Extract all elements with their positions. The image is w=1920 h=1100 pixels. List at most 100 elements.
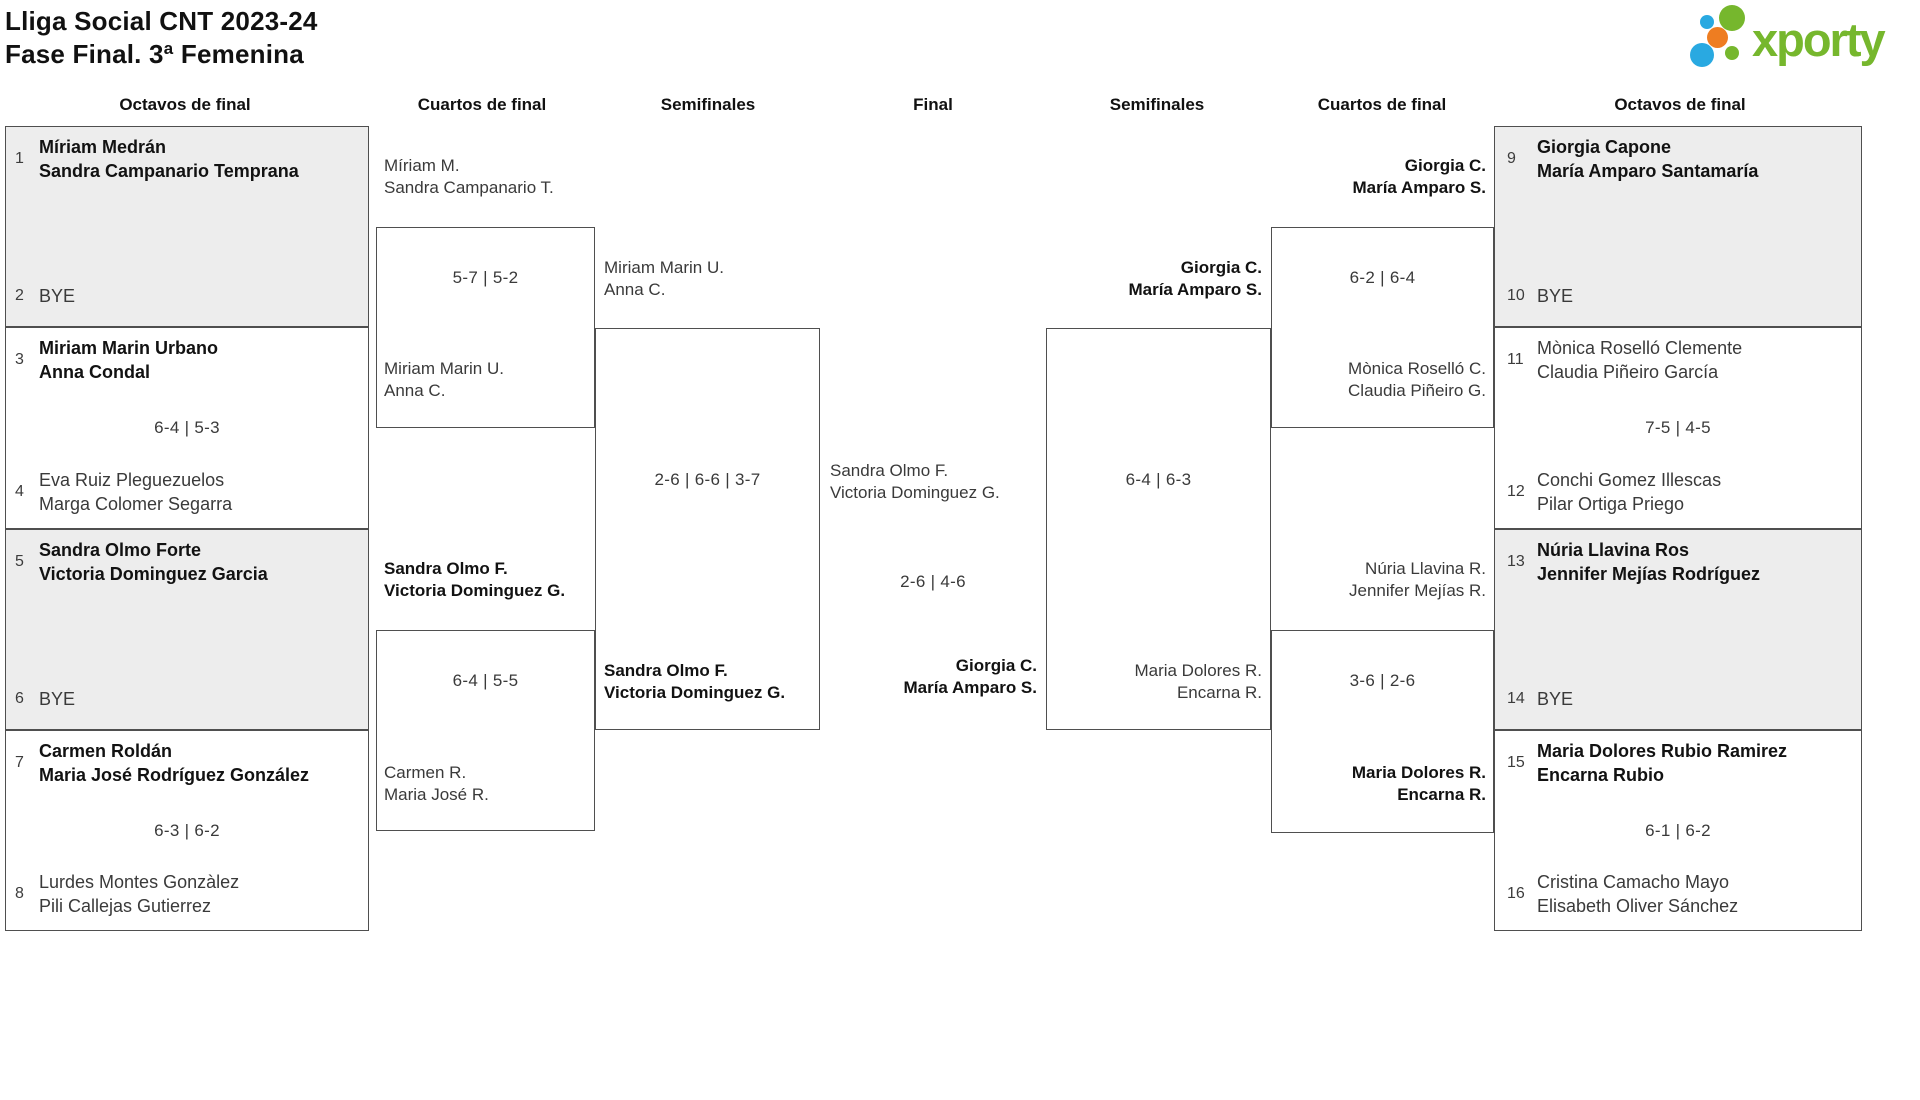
player-name: Mònica Roselló Clemente (1537, 338, 1743, 358)
team-names: Maria Dolores Rubio Ramirez Encarna Rubi… (1537, 739, 1787, 787)
team-names: Míriam Medrán Sandra Campanario Temprana (39, 135, 299, 183)
match-box-qf-left-2 (376, 630, 595, 831)
player-name: Sandra Campanario T. (384, 178, 554, 197)
team-names: Carmen Roldán Maria José Rodríguez Gonzá… (39, 739, 309, 787)
team-names: Cristina Camacho Mayo Elisabeth Oliver S… (1537, 870, 1738, 918)
team-row: 14 BYE (1503, 687, 1857, 711)
player-name: Encarna Rubio (1537, 765, 1665, 785)
team-row: 4 Eva Ruiz Pleguezuelos Marga Colomer Se… (11, 468, 364, 516)
logo-dot-icon (1719, 5, 1745, 31)
team-label: Mònica Roselló C. Claudia Piñeiro G. (1246, 358, 1486, 402)
team-names: Giorgia Capone María Amparo Santamaría (1537, 135, 1758, 183)
seed-number: 13 (1507, 553, 1525, 570)
player-name: Anna C. (604, 280, 666, 299)
match-score: 6-4 | 5-5 (452, 671, 519, 690)
team-names: BYE (39, 687, 75, 711)
player-name: María Amparo S. (1352, 178, 1486, 197)
team-label: Míriam M. Sandra Campanario T. (384, 155, 554, 199)
match-box-r16-11v12: 11 Mònica Roselló Clemente Claudia Piñei… (1494, 327, 1862, 529)
round-header-semis-left: Semifinales (660, 95, 756, 114)
team-names: Núria Llavina Ros Jennifer Mejías Rodríg… (1537, 538, 1760, 586)
player-name: Marga Colomer Segarra (39, 494, 233, 514)
team-label: Sandra Olmo F. Victoria Dominguez G. (384, 558, 565, 602)
player-name: Maria Dolores R. (1351, 763, 1486, 782)
team-row: 2 BYE (11, 284, 364, 308)
match-box-sf-left (595, 328, 820, 730)
player-name: Carmen Roldán (39, 741, 173, 761)
match-box-r16-13v14: 13 Núria Llavina Ros Jennifer Mejías Rod… (1494, 529, 1862, 730)
player-name: Claudia Piñeiro G. (1348, 381, 1486, 400)
round-header-octavos-right: Octavos de final (1614, 95, 1746, 114)
page-title-line1: Lliga Social CNT 2023-24 (5, 6, 318, 36)
team-label: Giorgia C. María Amparo S. (1022, 257, 1262, 301)
finalist-label-left: Sandra Olmo F. Victoria Dominguez G. (830, 460, 1000, 504)
team-names: Eva Ruiz Pleguezuelos Marga Colomer Sega… (39, 468, 232, 516)
page-title: Lliga Social CNT 2023-24 Fase Final. 3ª … (5, 5, 318, 71)
team-row: 1 Míriam Medrán Sandra Campanario Tempra… (11, 135, 364, 183)
match-score: 2-6 | 6-6 | 3-7 (654, 470, 761, 489)
player-name: BYE (1537, 286, 1574, 306)
team-row: 15 Maria Dolores Rubio Ramirez Encarna R… (1503, 739, 1857, 787)
seed-number: 9 (1507, 150, 1516, 167)
player-name: Núria Llavina R. (1365, 559, 1486, 578)
match-box-r16-7v8: 7 Carmen Roldán Maria José Rodríguez Gon… (5, 730, 369, 931)
match-box-r16-1v2: 1 Míriam Medrán Sandra Campanario Tempra… (5, 126, 369, 327)
team-row: 13 Núria Llavina Ros Jennifer Mejías Rod… (1503, 538, 1857, 586)
player-name: Giorgia C. (1404, 156, 1486, 175)
team-names: BYE (39, 284, 75, 308)
team-names: Mònica Roselló Clemente Claudia Piñeiro … (1537, 336, 1742, 384)
team-names: Sandra Olmo Forte Victoria Dominguez Gar… (39, 538, 268, 586)
player-name: Conchi Gomez Illescas (1537, 470, 1722, 490)
team-row: 3 Miriam Marin Urbano Anna Condal (11, 336, 364, 384)
player-name: Victoria Dominguez Garcia (39, 564, 268, 584)
team-names: Conchi Gomez Illescas Pilar Ortiga Prieg… (1537, 468, 1721, 516)
match-score: 6-2 | 6-4 (1349, 268, 1416, 287)
player-name: Giorgia C. (1180, 258, 1262, 277)
team-label: Sandra Olmo F. Victoria Dominguez G. (604, 660, 785, 704)
team-label: Maria Dolores R. Encarna R. (1022, 660, 1262, 704)
team-row: 12 Conchi Gomez Illescas Pilar Ortiga Pr… (1503, 468, 1857, 516)
match-box-r16-15v16: 15 Maria Dolores Rubio Ramirez Encarna R… (1494, 730, 1862, 931)
team-row: 9 Giorgia Capone María Amparo Santamaría (1503, 135, 1857, 183)
seed-number: 3 (15, 351, 24, 368)
player-name: Sandra Olmo Forte (39, 540, 202, 560)
player-name: Sandra Campanario Temprana (39, 161, 299, 181)
team-row: 6 BYE (11, 687, 364, 711)
player-name: Anna C. (384, 381, 446, 400)
player-name: Maria Dolores R. (1134, 661, 1262, 680)
team-row: 5 Sandra Olmo Forte Victoria Dominguez G… (11, 538, 364, 586)
team-row: 16 Cristina Camacho Mayo Elisabeth Olive… (1503, 870, 1857, 918)
match-box-qf-right-2 (1271, 630, 1494, 833)
player-name: Sandra Olmo F. (384, 559, 508, 578)
team-label: Maria Dolores R. Encarna R. (1246, 762, 1486, 806)
player-name: Elisabeth Oliver Sánchez (1537, 896, 1739, 916)
player-name: Lurdes Montes Gonzàlez (39, 872, 240, 892)
logo-dot-icon (1690, 43, 1714, 67)
player-name: Encarna R. (1176, 683, 1262, 702)
logo-dot-icon (1725, 46, 1739, 60)
seed-number: 10 (1507, 287, 1525, 304)
seed-number: 7 (15, 754, 24, 771)
player-name: Victoria Dominguez G. (384, 581, 566, 600)
player-name: BYE (1537, 689, 1574, 709)
match-score: 7-5 | 4-5 (1645, 418, 1711, 437)
player-name: Míriam M. (384, 156, 460, 175)
player-name: María Amparo S. (903, 678, 1037, 697)
xporty-logo[interactable]: xporty (1688, 5, 1913, 72)
page-title-line2: Fase Final. 3ª Femenina (5, 39, 304, 69)
team-row: 10 BYE (1503, 284, 1857, 308)
team-row: 11 Mònica Roselló Clemente Claudia Piñei… (1503, 336, 1857, 384)
seed-number: 6 (15, 690, 24, 707)
seed-number: 2 (15, 287, 24, 304)
player-name: Sandra Olmo F. (604, 661, 728, 680)
match-box-qf-right-1 (1271, 227, 1494, 428)
match-score: 3-6 | 2-6 (1349, 671, 1416, 690)
player-name: María Amparo S. (1128, 280, 1262, 299)
player-name: Claudia Piñeiro García (1537, 362, 1719, 382)
seed-number: 15 (1507, 754, 1525, 771)
player-name: Giorgia C. (955, 656, 1037, 675)
logo-wordmark: xporty (1752, 13, 1886, 66)
seed-number: 8 (15, 885, 24, 902)
round-header-final: Final (913, 95, 953, 114)
